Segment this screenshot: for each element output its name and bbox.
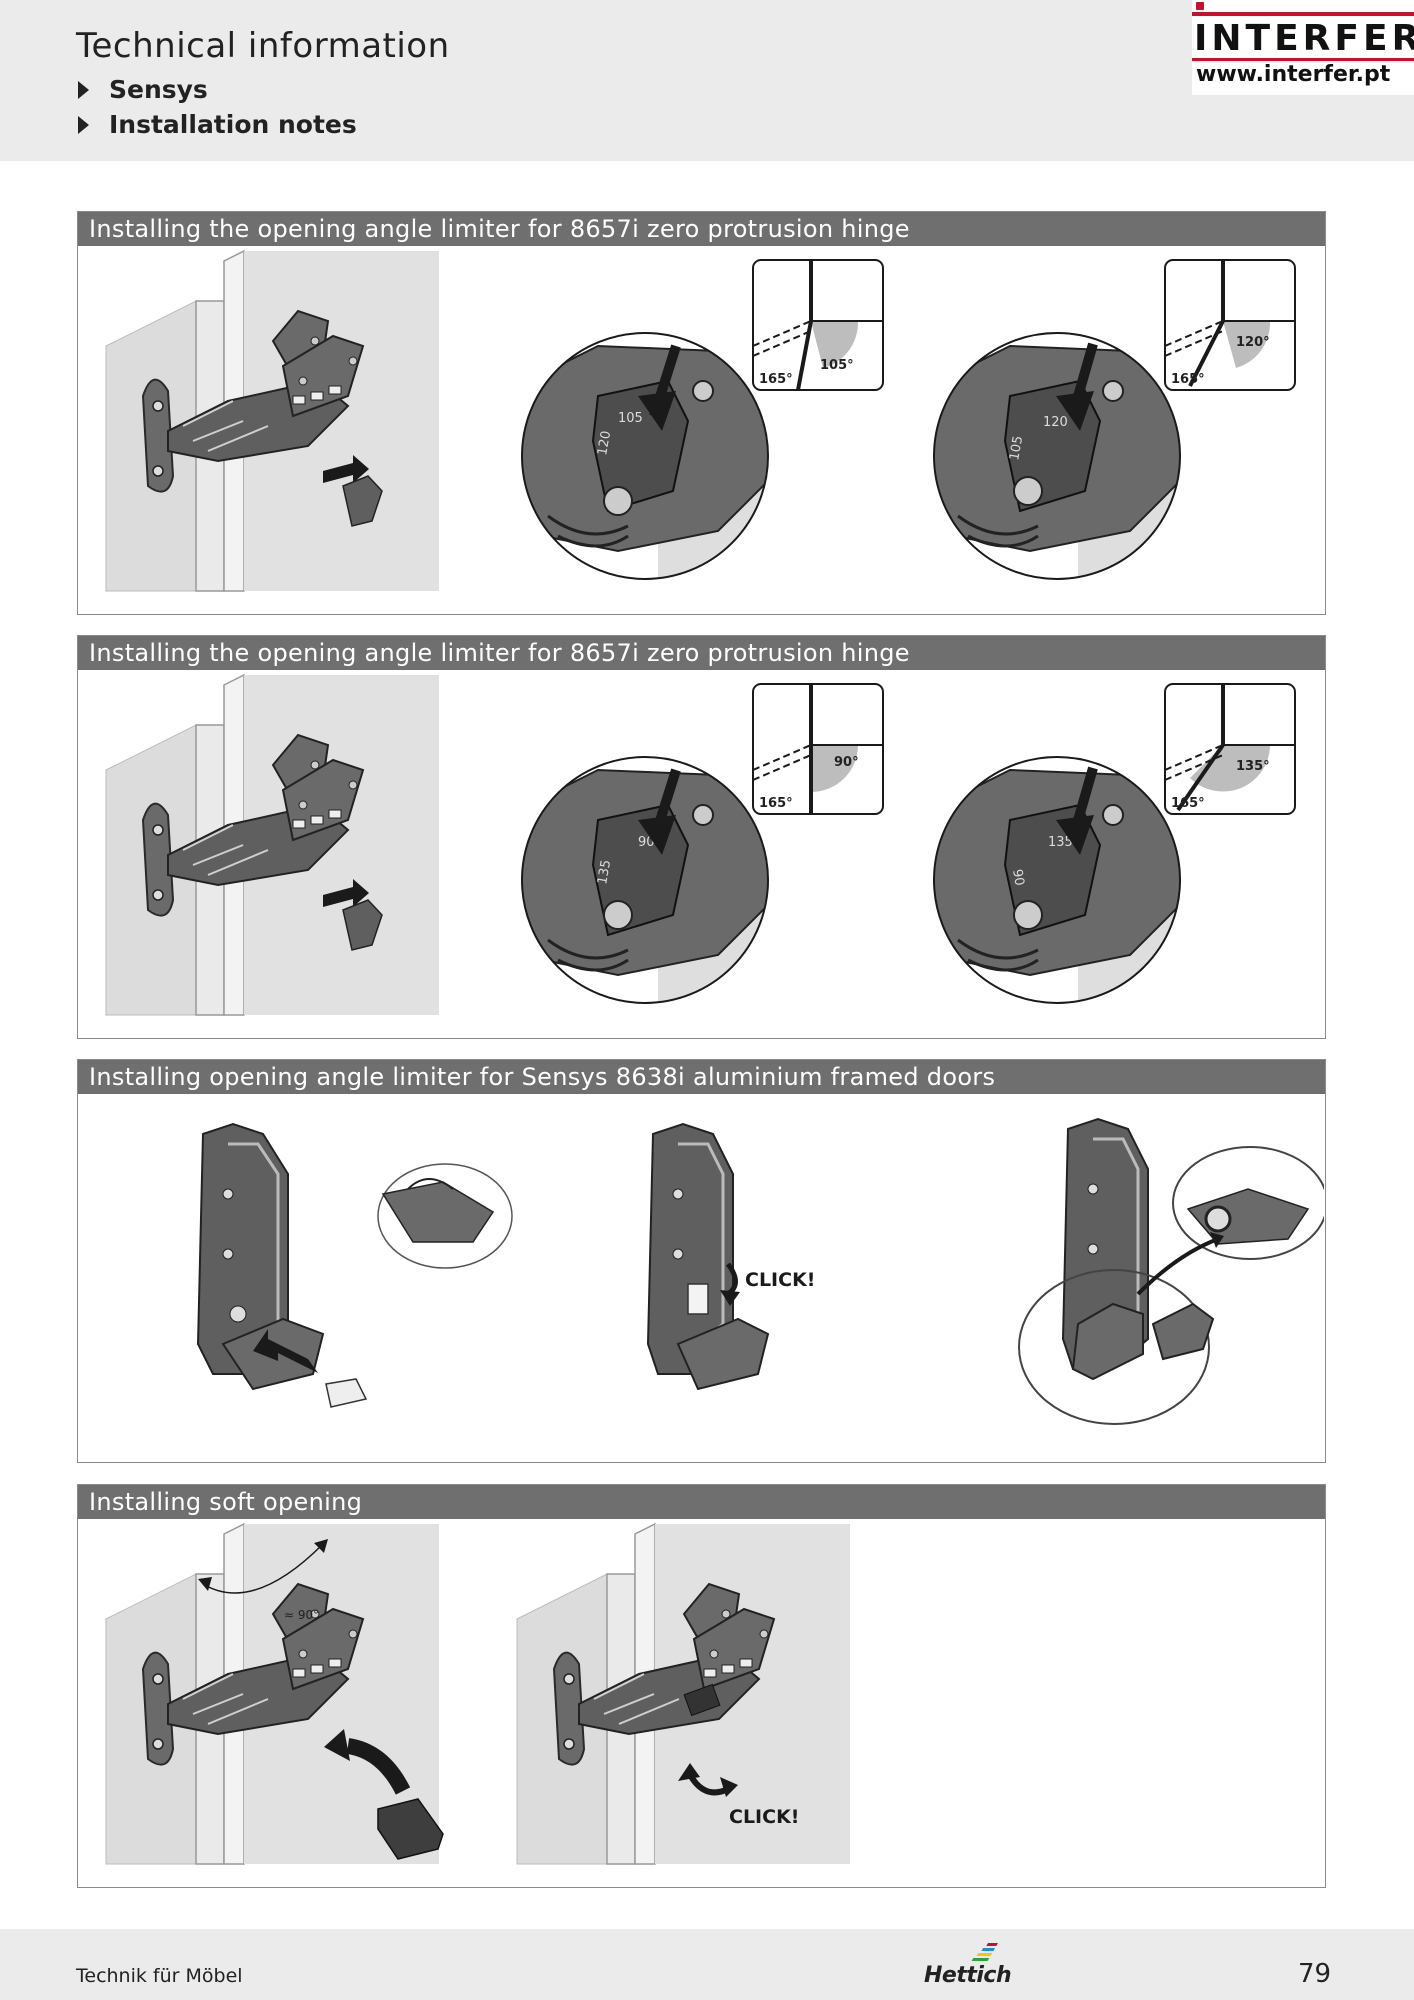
angle-total-label: 165°	[759, 796, 793, 811]
limiter-label-a: 120	[1043, 415, 1068, 430]
approx-angle-label: ≈ 90°	[284, 1608, 319, 1622]
angle-max-label: 135°	[1236, 759, 1270, 774]
angle-max-label: 105°	[820, 358, 854, 373]
section-aluminium-frame: Installing opening angle limiter for Sen…	[77, 1059, 1326, 1463]
click-label: CLICK!	[729, 1806, 799, 1828]
limiter-label-b: 120	[595, 430, 614, 457]
hettich-logo: Hettich	[924, 1963, 1012, 1988]
page-title: Technical information	[76, 26, 450, 66]
footer-text: Technik für Möbel	[76, 1965, 243, 1987]
logo-name: INTERFER	[1194, 18, 1414, 59]
limiter-label-b: 135	[595, 859, 614, 886]
logo-top-line	[1192, 12, 1414, 16]
logo-url: www.interfer.pt	[1196, 62, 1391, 87]
section-2-illustration: 90 135 90° 165° 135 90	[105, 674, 1296, 1016]
section-angle-limiter-2: Installing the opening angle limiter for…	[77, 635, 1326, 1039]
click-label: CLICK!	[745, 1269, 815, 1291]
section-4-illustration: ≈ 90° CLICK!	[105, 1523, 851, 1865]
breadcrumb-label: Sensys	[109, 75, 208, 104]
section-angle-limiter-1: Installing the opening angle limiter for…	[77, 211, 1326, 615]
section-3-illustration: CLICK!	[196, 1117, 1324, 1425]
breadcrumb-item-sensys: Sensys	[78, 75, 208, 104]
angle-max-label: 90°	[834, 755, 859, 770]
section-1-illustration: 105 120 105° 165° 120 105	[105, 250, 1296, 592]
angle-total-label: 165°	[1171, 372, 1205, 387]
section-title: Installing the opening angle limiter for…	[78, 636, 1325, 670]
breadcrumb-label: Installation notes	[109, 110, 357, 139]
interfer-logo: INTERFER www.interfer.pt	[1192, 0, 1414, 95]
hettich-stripes-icon	[971, 1943, 998, 1961]
logo-dot	[1196, 2, 1204, 10]
limiter-label-a: 105	[618, 411, 643, 426]
angle-total-label: 165°	[759, 372, 793, 387]
section-title: Installing opening angle limiter for Sen…	[78, 1060, 1325, 1094]
limiter-label-b: 105	[1007, 435, 1026, 462]
page-header: Technical information Sensys Installatio…	[0, 0, 1414, 161]
breadcrumb-item-installation-notes: Installation notes	[78, 110, 357, 139]
angle-max-label: 120°	[1236, 335, 1270, 350]
limiter-label-a: 135	[1048, 835, 1073, 850]
triangle-bullet-icon	[78, 80, 89, 99]
angle-total-label: 165°	[1171, 796, 1205, 811]
logo-mid-line	[1192, 58, 1414, 61]
section-title: Installing the opening angle limiter for…	[78, 212, 1325, 246]
page-footer: Technik für Möbel Hettich 79	[0, 1929, 1414, 2000]
section-title: Installing soft opening	[78, 1485, 1325, 1519]
limiter-label-b: 90	[1009, 868, 1027, 887]
triangle-bullet-icon	[78, 115, 89, 134]
section-soft-opening: Installing soft opening ≈ 90° CLICK!	[77, 1484, 1326, 1888]
page-number: 79	[1298, 1959, 1332, 1989]
